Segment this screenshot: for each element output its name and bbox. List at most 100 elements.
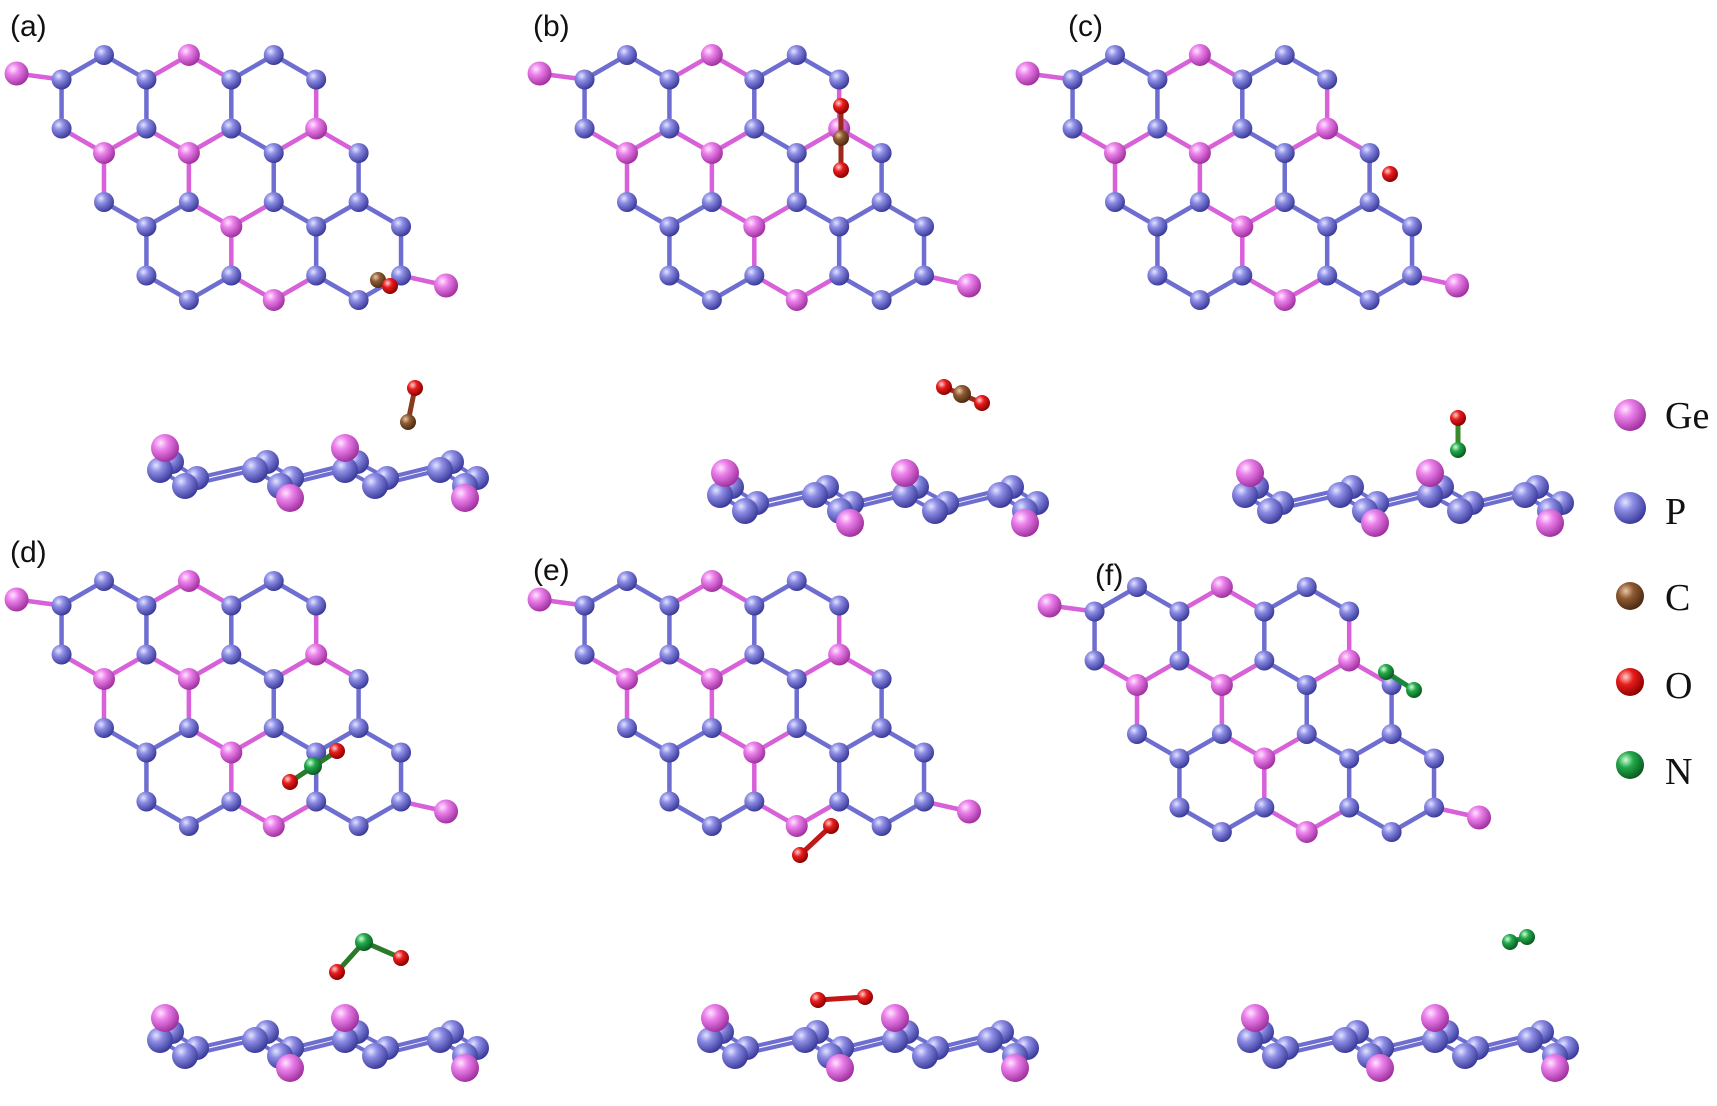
- phosphorus-atom: [306, 595, 327, 616]
- phosphorus-atom: [914, 791, 935, 812]
- phosphorus-atom: [306, 216, 327, 237]
- phosphorus-atom: [136, 644, 157, 665]
- phosphorus-atom: [1402, 265, 1423, 286]
- germanium-atom: [1241, 1004, 1269, 1032]
- germanium-atom: [177, 668, 200, 690]
- phosphorus-atom: [1147, 69, 1168, 90]
- phosphorus-atom: [701, 290, 722, 310]
- phosphorus-atom: [263, 45, 284, 65]
- phosphorus-atom: [136, 595, 157, 616]
- phosphorus-atom: [427, 457, 453, 483]
- phosphorus-atom: [786, 669, 807, 689]
- phosphorus-atom: [871, 718, 892, 738]
- phosphorus-atom: [659, 644, 680, 665]
- phosphorus-atom: [1359, 290, 1380, 310]
- phosphorus-atom: [263, 192, 284, 212]
- phosphorus-atom: [391, 742, 412, 763]
- oxygen-atom: [810, 992, 826, 1008]
- germanium-atom: [1273, 289, 1296, 311]
- phosphorus-atom: [263, 718, 284, 738]
- phosphorus-atom: [701, 816, 722, 836]
- germanium-atom: [1104, 142, 1126, 164]
- top-view-panel-c: [1015, 44, 1470, 311]
- germanium-atom: [1253, 747, 1276, 770]
- germanium-atom: [262, 815, 285, 837]
- phosphorus-atom: [1257, 498, 1283, 524]
- phosphorus-atom: [136, 216, 157, 237]
- phosphorus-atom: [1296, 724, 1317, 744]
- carbon-atom: [370, 272, 386, 288]
- panel-label-b: (b): [533, 10, 570, 43]
- oxygen-atom: [1450, 410, 1466, 426]
- germanium-atom: [616, 668, 638, 690]
- phosphorus-atom: [1232, 118, 1253, 139]
- oxygen-atom: [833, 98, 849, 114]
- germanium-atom: [1015, 61, 1040, 86]
- germanium-atom: [434, 273, 459, 298]
- phosphorus-atom: [574, 595, 595, 616]
- phosphorus-atom: [178, 816, 199, 836]
- side-view-panel-e: [697, 1004, 1039, 1082]
- phosphorus-atom: [871, 669, 892, 689]
- phosphorus-atom: [617, 45, 637, 65]
- phosphorus-atom: [802, 482, 828, 508]
- phosphorus-atom: [871, 290, 892, 310]
- carbon-atom: [833, 130, 849, 146]
- phosphorus-atom: [882, 1027, 908, 1053]
- oxygen-atom: [393, 950, 409, 966]
- germanium-atom: [276, 484, 304, 512]
- phosphorus-atom: [786, 143, 807, 163]
- phosphorus-atom: [136, 118, 157, 139]
- phosphorus-atom: [221, 69, 242, 90]
- phosphorus-atom: [617, 192, 637, 212]
- oxygen-atom: [382, 278, 398, 294]
- phosphorus-atom: [1447, 498, 1473, 524]
- phosphorus-atom: [659, 595, 680, 616]
- germanium-atom: [151, 434, 179, 462]
- germanium-atom: [220, 741, 243, 764]
- phosphorus-atom: [51, 644, 72, 665]
- panel-label-c: (c): [1068, 10, 1103, 43]
- germanium-atom: [151, 1004, 179, 1032]
- germanium-atom: [1210, 674, 1233, 696]
- germanium-atom: [1316, 117, 1339, 140]
- germanium-atom: [1416, 459, 1444, 487]
- germanium-atom: [700, 668, 723, 690]
- germanium-atom: [305, 117, 328, 140]
- phosphorus-atom: [221, 791, 242, 812]
- phosphorus-atom: [221, 644, 242, 665]
- element-legend: Ge P C O N: [1614, 395, 1709, 793]
- phosphorus-atom: [829, 69, 850, 90]
- phosphorus-atom: [1189, 290, 1210, 310]
- phosphorus-atom: [94, 718, 114, 738]
- phosphorus-atom: [792, 1027, 818, 1053]
- oxygen-atom: [1382, 166, 1398, 182]
- side-view-panel-d: [147, 1004, 489, 1082]
- germanium-atom: [785, 289, 808, 311]
- phosphorus-atom: [829, 595, 850, 616]
- phosphorus-atom: [94, 571, 114, 591]
- phosphorus-atom: [94, 192, 114, 212]
- germanium-atom: [881, 1004, 909, 1032]
- phosphorus-atom: [786, 571, 807, 591]
- germanium-atom: [262, 289, 285, 311]
- germanium-atom: [1536, 509, 1564, 537]
- oxygen-atom: [857, 989, 873, 1005]
- structures-layer: [4, 44, 1579, 1082]
- phosphorus-atom: [1169, 797, 1190, 818]
- side-view-panel-c: [1232, 459, 1574, 537]
- germanium-atom: [451, 484, 479, 512]
- germanium-atom: [700, 570, 723, 592]
- oxygen-atom: [792, 847, 808, 863]
- phosphorus-atom: [362, 473, 388, 499]
- phosphorus-atom: [829, 742, 850, 763]
- phosphorus-atom: [914, 265, 935, 286]
- phosphorus-atom: [1339, 797, 1360, 818]
- germanium-atom: [177, 44, 200, 66]
- germanium-atom: [711, 459, 739, 487]
- o2-molecule-side: [810, 989, 873, 1008]
- phosphorus-atom: [1254, 650, 1275, 671]
- oxygen-atom: [936, 379, 952, 395]
- phosphorus-atom: [1296, 577, 1317, 597]
- germanium-atom: [1445, 273, 1470, 298]
